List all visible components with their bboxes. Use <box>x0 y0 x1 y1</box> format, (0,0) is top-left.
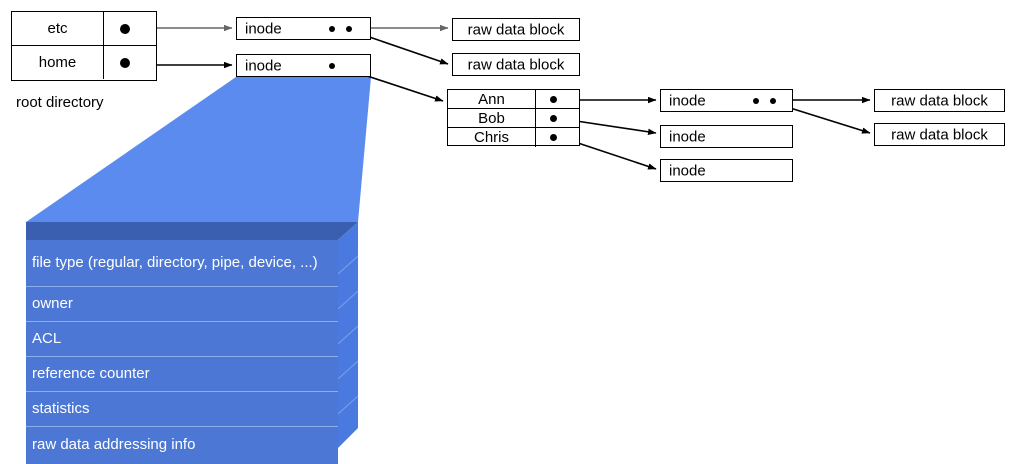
block-side-face <box>338 222 358 448</box>
root-directory-caption: root directory <box>16 94 104 111</box>
inode-field-raw-data-addressing-label: raw data addressing info <box>32 436 196 454</box>
inode-box-etc[interactable]: inode <box>236 17 371 40</box>
table-row[interactable]: Bob <box>448 109 579 128</box>
block-side-separators <box>337 255 359 415</box>
inode-field-file-type-label: file type (regular, directory, pipe, dev… <box>32 253 318 271</box>
raw-data-block-etc-1[interactable]: raw data block <box>452 18 580 41</box>
inode-field-owner-label: owner <box>32 294 73 312</box>
home-dir-name-ann: Ann <box>448 90 536 108</box>
inode-box-chris[interactable]: inode <box>660 159 793 182</box>
inode-box-home[interactable]: inode <box>236 54 371 77</box>
table-row[interactable]: etc <box>12 12 156 46</box>
inode-label: inode <box>669 162 706 179</box>
pointer-dot <box>550 134 557 141</box>
table-row[interactable]: Chris <box>448 128 579 147</box>
inode-field-reference-counter: reference counter <box>26 356 338 391</box>
raw-data-block-label: raw data block <box>467 21 565 38</box>
home-dir-pointer-bob[interactable] <box>536 109 579 127</box>
inode-field-file-type: file type (regular, directory, pipe, dev… <box>26 240 338 286</box>
pointer-dot <box>120 23 130 34</box>
home-dir-pointer-chris[interactable] <box>536 128 579 147</box>
raw-data-block-label: raw data block <box>891 92 988 109</box>
raw-data-block-etc-2[interactable]: raw data block <box>452 53 580 76</box>
inode-field-acl: ACL <box>26 321 338 356</box>
inode-pointer-dot-1 <box>329 62 335 69</box>
inode-box-bob[interactable]: inode <box>660 125 793 148</box>
raw-data-block-label: raw data block <box>891 126 988 143</box>
inode-detail-block: file type (regular, directory, pipe, dev… <box>26 240 338 464</box>
raw-data-block-label: raw data block <box>467 56 565 73</box>
raw-data-block-ann-2[interactable]: raw data block <box>874 123 1005 146</box>
raw-data-block-ann-1[interactable]: raw data block <box>874 89 1005 112</box>
root-dir-name-etc: etc <box>12 12 104 45</box>
home-directory-table[interactable]: Ann Bob Chris <box>447 89 580 147</box>
block-top-face <box>26 222 358 240</box>
inode-label: inode <box>669 92 706 109</box>
root-directory-table[interactable]: etc home <box>11 11 157 81</box>
inode-field-owner: owner <box>26 286 338 321</box>
inode-pointer-dot-1 <box>329 25 335 32</box>
pointer-dot <box>550 95 557 103</box>
pointer-dot <box>550 114 557 122</box>
inode-field-acl-label: ACL <box>32 329 62 347</box>
home-dir-pointer-ann[interactable] <box>536 90 579 108</box>
root-dir-pointer-home[interactable] <box>104 46 156 79</box>
inode-pointer-dot-2 <box>770 97 776 104</box>
inode-field-raw-data-addressing: raw data addressing info <box>26 426 338 464</box>
inode-field-reference-counter-label: reference counter <box>32 364 150 382</box>
home-dir-name-chris: Chris <box>448 128 536 147</box>
home-dir-name-bob: Bob <box>448 109 536 127</box>
inode-box-ann[interactable]: inode <box>660 89 793 112</box>
inode-pointer-dot-1 <box>753 97 759 104</box>
pointer-dot <box>120 57 130 68</box>
inode-label: inode <box>245 57 282 74</box>
table-row[interactable]: home <box>12 46 156 79</box>
root-dir-pointer-etc[interactable] <box>104 12 156 45</box>
table-row[interactable]: Ann <box>448 90 579 109</box>
inode-label: inode <box>245 20 282 37</box>
inode-field-statistics-label: statistics <box>32 399 90 417</box>
root-dir-name-home: home <box>12 46 104 79</box>
inode-label: inode <box>669 128 706 145</box>
inode-pointer-dot-2 <box>346 25 352 32</box>
inode-field-statistics: statistics <box>26 391 338 426</box>
